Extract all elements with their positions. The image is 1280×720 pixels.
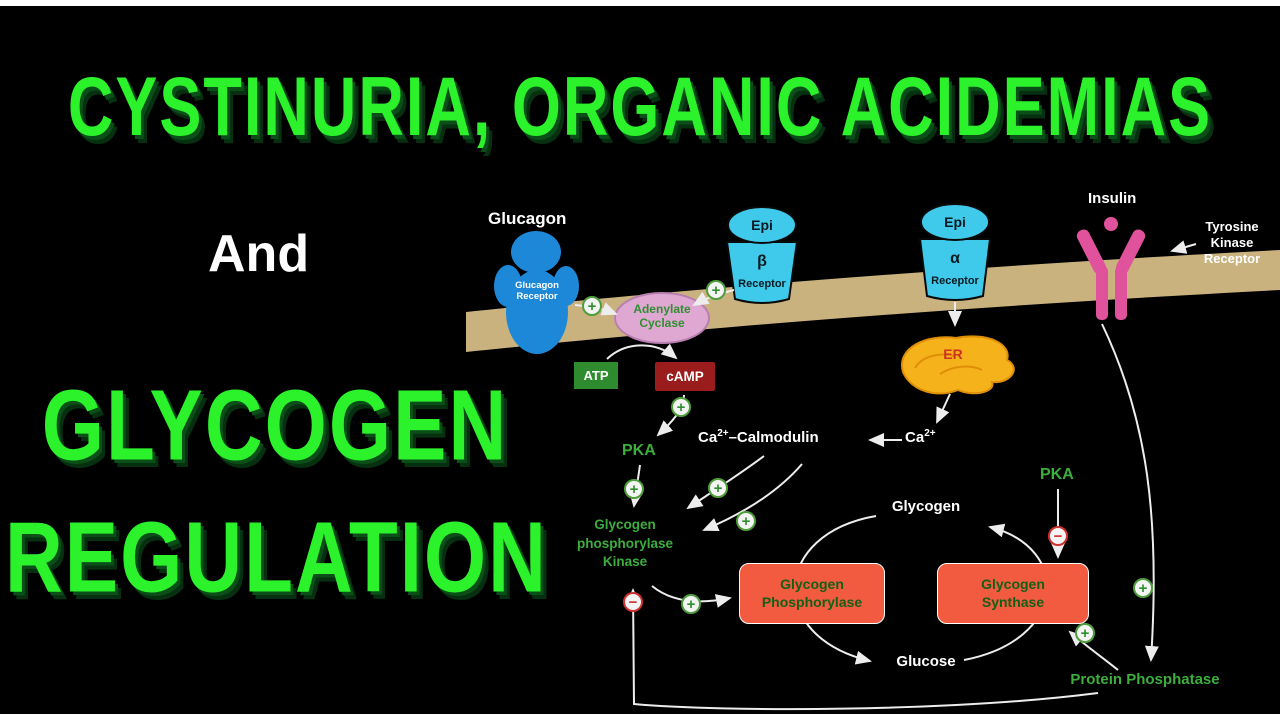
plus-icon: + [706,280,726,300]
and-label: And [208,225,310,283]
adenylate-cyclase-label: Adenylate Cyclase [633,302,691,330]
arrow-er-to-ca [936,393,951,424]
insulin-label: Insulin [1088,190,1137,207]
alpha-receptor-label: Receptor [931,275,979,287]
tyrosine-kinase-receptor-label: Tyrosine Kinase Receptor [1203,219,1261,266]
plus-icon: + [1075,623,1095,643]
beta-subunit-label: β [757,253,767,270]
arrow-calmodulin-to-kinase-2 [702,463,803,532]
atp-box: ATP [574,362,618,389]
epi-alpha-label: Epi [944,214,966,230]
ca-label: Ca2+ [905,428,936,447]
plus-icon: + [671,397,691,417]
plus-icon: + [1133,578,1153,598]
minus-icon: − [1048,526,1068,546]
epi-beta-label: Epi [751,217,773,233]
title-regulation: REGULATION [5,501,548,613]
title-glycogen: GLYCOGEN [41,369,509,481]
glycogen-phosphorylase-kinase-label: Glycogen phosphorylase Kinase [576,517,674,569]
glycogen-phosphorylase-box: Glycogen Phosphorylase [739,563,885,624]
arrow-insulin-to-phosphatase [1101,323,1159,662]
epi-alpha-receptor-shape [918,203,992,301]
protein-phosphatase-label: Protein Phosphatase [1070,671,1220,688]
glycogen-label: Glycogen [891,498,961,515]
arrow-phosphatase-to-kinase [626,588,1099,711]
glycogen-synthase-box: Glycogen Synthase [937,563,1089,624]
plus-icon: + [624,479,644,499]
arrow-tyrosine-label [1170,240,1197,254]
adenylate-cyclase-shape [614,292,710,344]
arrow-atp-to-camp [606,343,678,360]
glucagon-label: Glucagon [488,209,567,228]
epi-beta-receptor-shape [725,206,799,304]
plus-icon: + [708,478,728,498]
alpha-subunit-label: α [950,250,960,267]
beta-receptor-label: Receptor [738,278,786,290]
er-label: ER [943,346,963,362]
minus-icon: − [623,592,643,612]
glucose-label: Glucose [896,653,956,670]
plus-icon: + [736,511,756,531]
bottom-border [0,714,1280,720]
page-title: CYSTINURIA, ORGANIC ACIDEMIAS [67,61,1213,154]
camp-box: cAMP [655,362,715,391]
top-border [0,0,1280,6]
pka-left-label: PKA [622,442,656,459]
plus-icon: + [582,296,602,316]
arrow-phosphatase-to-synthase [1068,630,1119,671]
insulin-receptor-shape [1076,217,1146,320]
glucagon-receptor-shape [494,231,579,354]
er-shape [900,335,1015,395]
glucagon-receptor-label: Glucagon Receptor [515,280,559,302]
pka-right-label: PKA [1040,466,1074,483]
plus-icon: + [681,594,701,614]
ca-calmodulin-label: Ca2+–Calmodulin [698,428,819,447]
